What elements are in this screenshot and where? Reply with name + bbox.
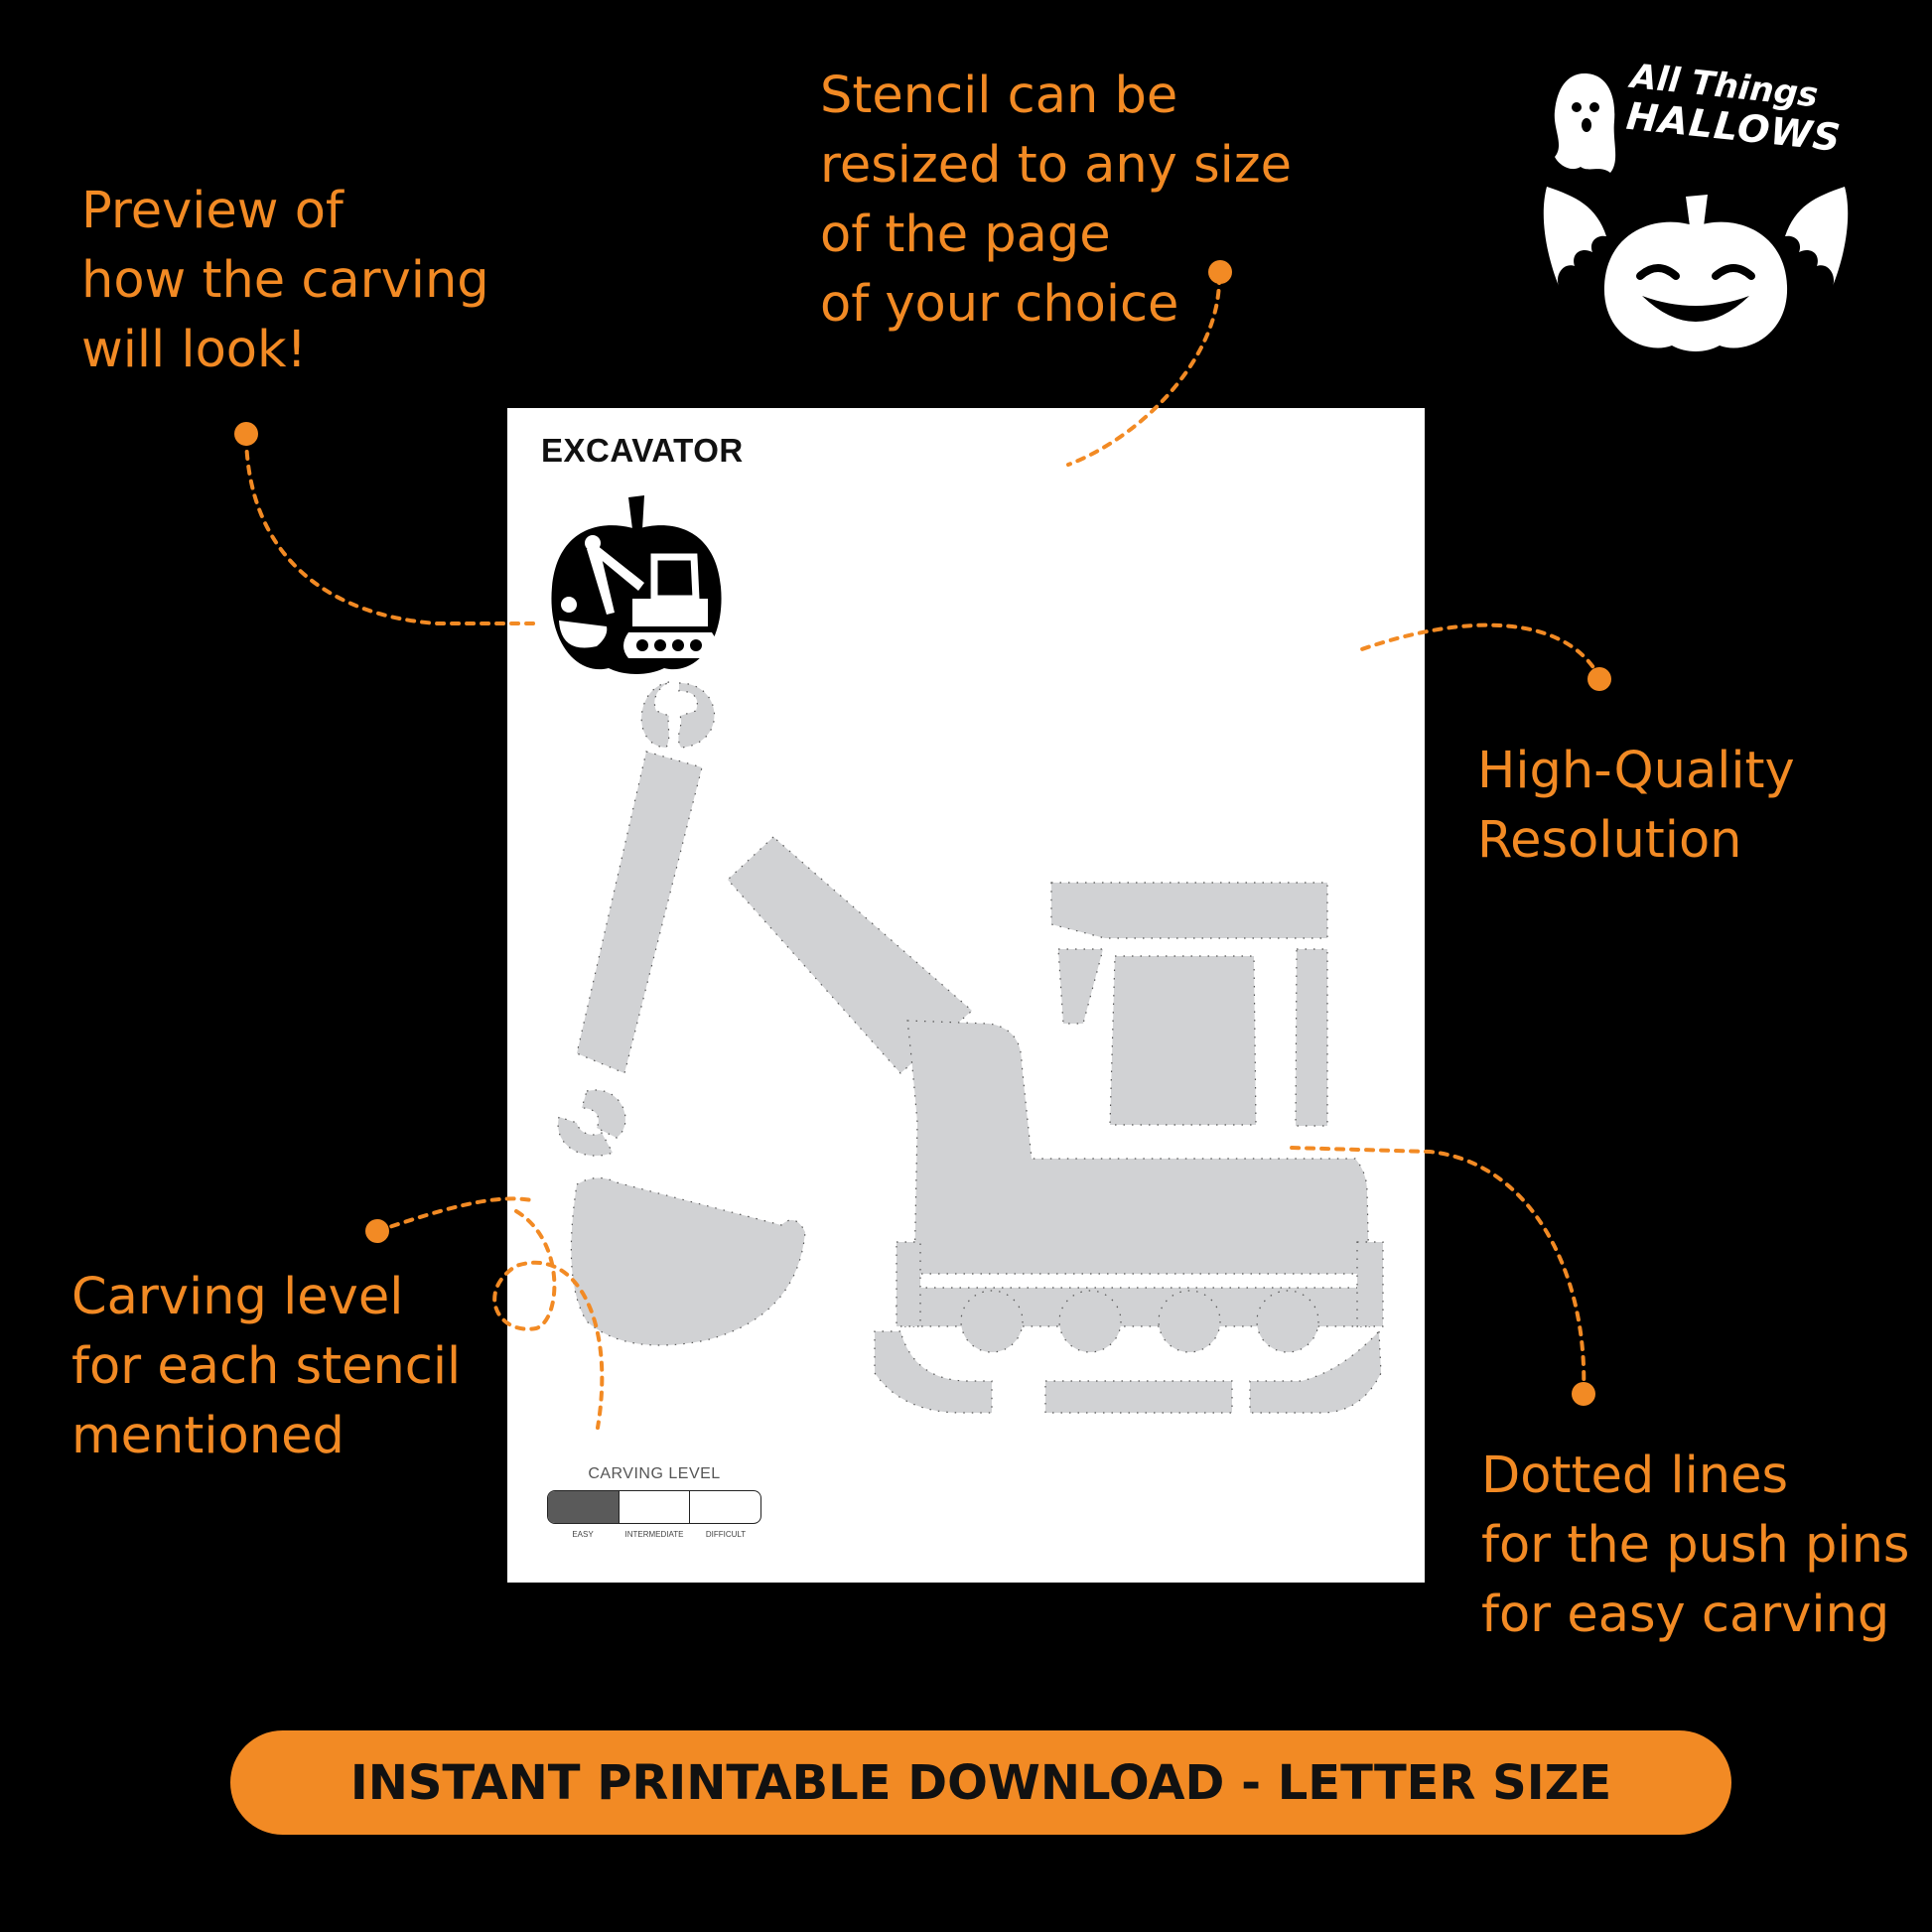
stencil-title: EXCAVATOR bbox=[541, 432, 744, 469]
bat-pumpkin-icon bbox=[1543, 187, 1849, 351]
pumpkin-preview-icon bbox=[551, 495, 722, 674]
all-things-hallows-logo: All Things HALLOWS bbox=[1537, 57, 1855, 355]
level-segment-easy bbox=[548, 1491, 620, 1523]
logo-wordmark: All Things HALLOWS bbox=[1624, 57, 1847, 160]
level-segment-intermediate bbox=[620, 1491, 691, 1523]
level-label-intermediate: INTERMEDIATE bbox=[624, 1530, 684, 1539]
level-label-easy: EASY bbox=[572, 1530, 594, 1539]
download-banner: INSTANT PRINTABLE DOWNLOAD - LETTER SIZE bbox=[230, 1730, 1731, 1835]
callout-resize: Stencil can be resized to any size of th… bbox=[820, 67, 1292, 334]
ghost-icon bbox=[1554, 73, 1616, 173]
level-label-difficult: DIFFICULT bbox=[705, 1530, 747, 1539]
carving-level-title: CARVING LEVEL bbox=[588, 1465, 721, 1482]
callout-preview: Preview of how the carving will look! bbox=[81, 182, 489, 379]
carving-level-bar bbox=[547, 1490, 761, 1524]
carving-level-indicator: CARVING LEVEL EASY INTERMEDIATE DIFFICUL… bbox=[547, 1465, 761, 1539]
callout-dotted-lines: Dotted lines for the push pins for easy … bbox=[1481, 1447, 1910, 1644]
level-segment-difficult bbox=[690, 1491, 760, 1523]
excavator-stencil-graphic bbox=[557, 681, 1384, 1414]
banner-text: INSTANT PRINTABLE DOWNLOAD - LETTER SIZE bbox=[349, 1754, 1612, 1811]
callout-carving-level: Carving level for each stencil mentioned bbox=[71, 1268, 462, 1465]
stencil-sheet: EXCAVATOR bbox=[507, 408, 1425, 1583]
callout-quality: High-Quality Resolution bbox=[1477, 742, 1795, 870]
